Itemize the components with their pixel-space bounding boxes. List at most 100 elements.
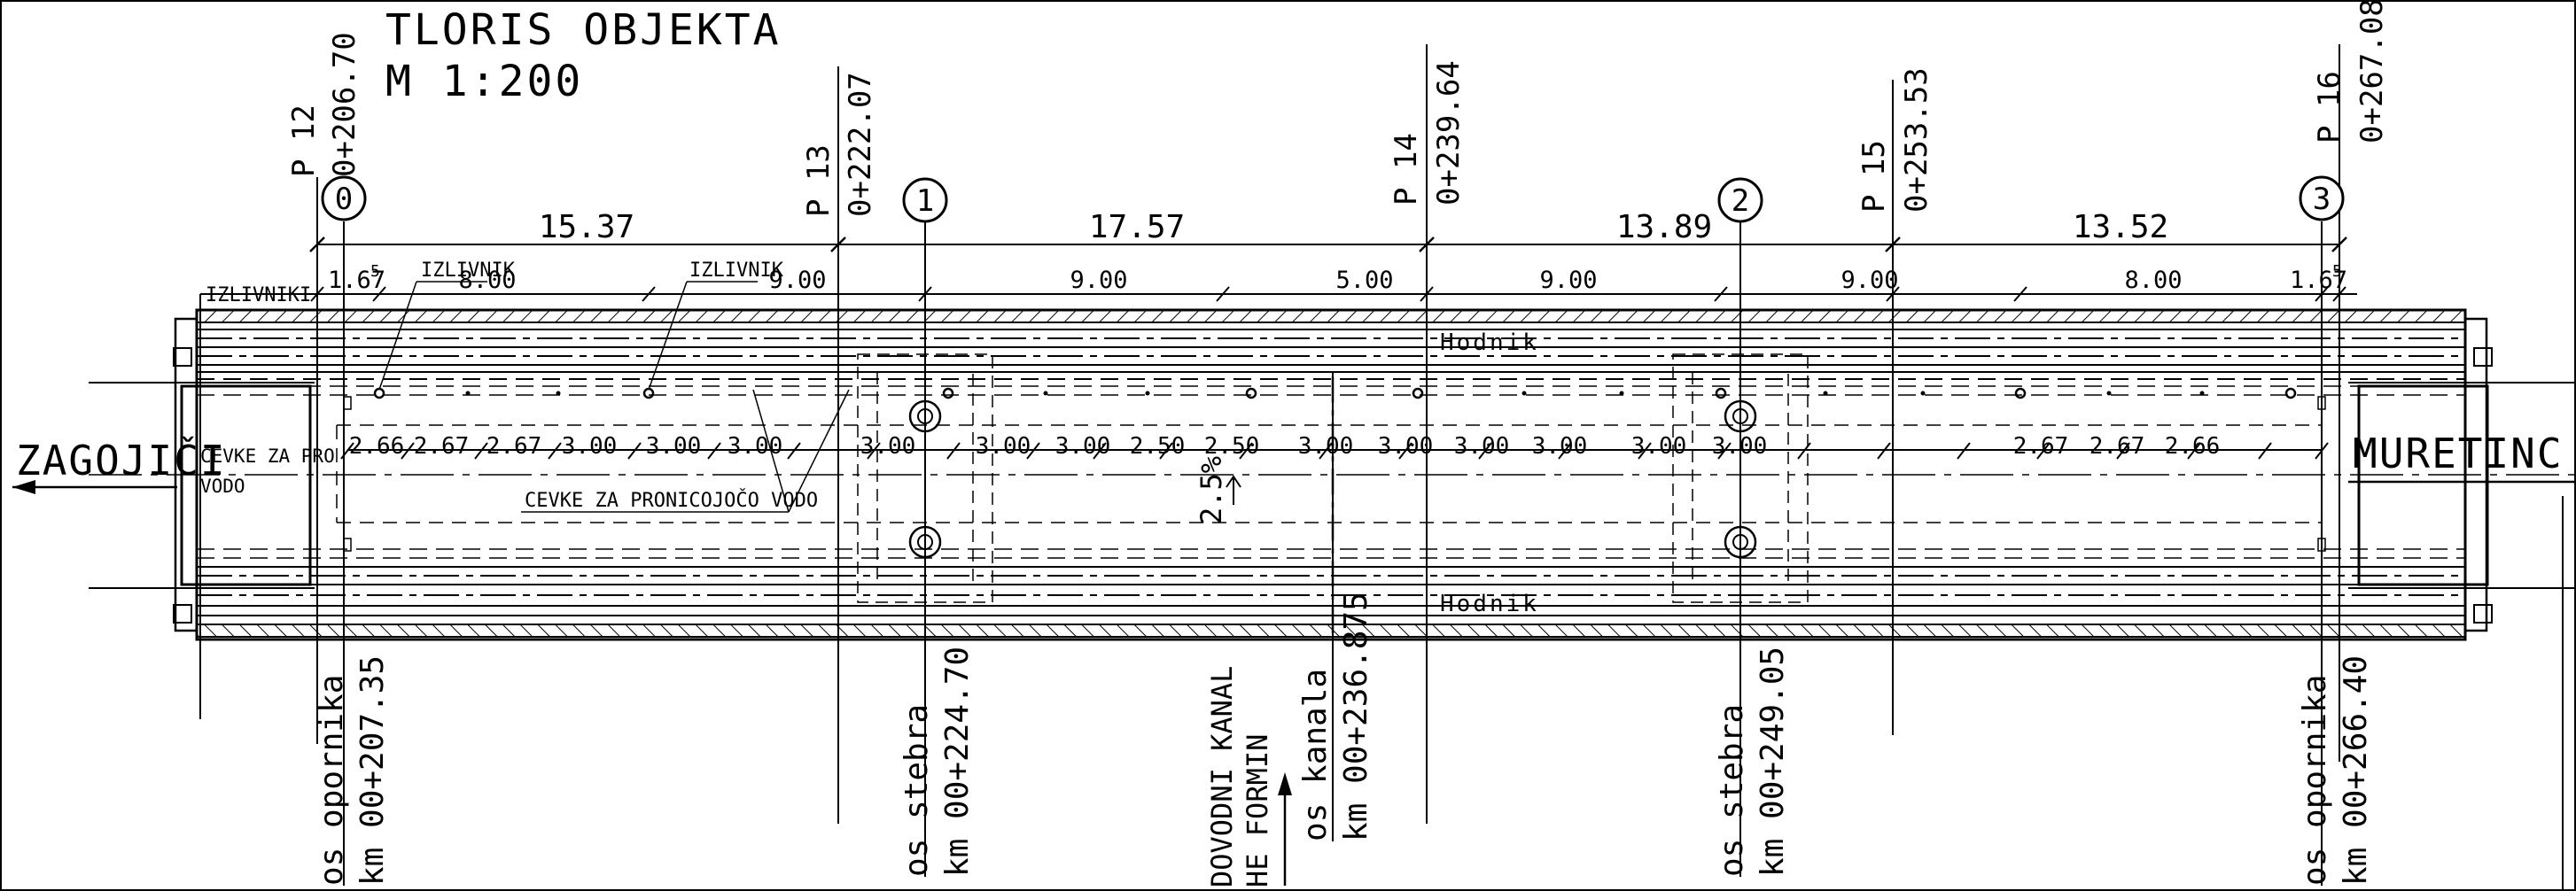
pipe-label-center: CEVKE ZA PRONICOJOČO VODO (525, 489, 818, 512)
span-length: 17.57 (1089, 209, 1185, 245)
pipe-label-left-2: VODO (200, 476, 245, 497)
deck-plan (89, 308, 2576, 641)
outlet-dim: 1.67 (328, 267, 385, 294)
bearing-circle-inner (1732, 534, 1748, 550)
pipe-dim: 2.66 (2165, 433, 2221, 460)
station-km-label: km 00+266.40 (2338, 655, 2374, 886)
pipe-dim: 3.00 (1378, 433, 1434, 460)
drawing-title: TLORIS OBJEKTA (385, 5, 782, 55)
pipe-dim: 2.67 (486, 433, 542, 460)
slope-label: 2.5% (1195, 456, 1228, 524)
profile-label: P 16 (2312, 71, 2347, 143)
station-axis-label: os opornika (2297, 675, 2333, 886)
profile-labels: P 12 0+206.70 P 13 0+222.07 P 14 0+239.6… (286, 0, 2390, 217)
pipe-dim: 3.00 (1454, 433, 1510, 460)
outlet-dot (1823, 391, 1828, 396)
profile-station: 0+206.70 (327, 32, 362, 177)
pipe-end-marker (343, 396, 352, 410)
pipe-dim: 2.66 (349, 433, 405, 460)
bearing-circle (1724, 399, 1757, 433)
station-km-label: km 00+249.05 (1755, 647, 1791, 877)
axis-number: 3 (2313, 182, 2331, 217)
left-direction: ZAGOJIČI (12, 436, 225, 494)
outlet-dot (1619, 391, 1624, 396)
outlet-callouts: IZLIVNIK IZLIVNIK (378, 260, 784, 391)
pipe-end-marker (2317, 396, 2326, 410)
bearing-circle-inner (1732, 408, 1748, 424)
pipe-dim: 3.00 (1631, 433, 1687, 460)
outlet-dim: 8.00 (2124, 267, 2182, 294)
outlet-marker (1245, 387, 1257, 399)
pipe-dim: 2.50 (1130, 433, 1186, 460)
outlet-marker (1715, 387, 1727, 399)
walkway-bottom-hatch (196, 624, 2466, 638)
profile-label: P 12 (286, 105, 322, 177)
outlet-marker (1412, 387, 1424, 399)
drawing-scale: M 1:200 (385, 57, 583, 106)
canal-name: DOVODNI KANAL (1205, 666, 1239, 887)
outlet-dot (465, 391, 471, 396)
profile-station: 0+222.07 (843, 72, 878, 217)
station-axis-label: os stebra (899, 704, 935, 877)
profile-label: P 13 (801, 144, 837, 217)
outlet-dot (1145, 391, 1150, 396)
bearing-circle (1724, 525, 1757, 559)
walkway-label-top: Hodnik (1440, 329, 1539, 356)
corner-marker (173, 604, 192, 624)
profile-label: P 15 (1856, 140, 1892, 213)
profile-station: 0+253.53 (1899, 67, 1934, 213)
station-km-label: km 00+236.875 (1338, 592, 1374, 841)
outlet-dot (2106, 391, 2112, 396)
span-dimensions: 15.37 17.57 13.89 13.52 (317, 209, 2339, 245)
pipe-dim: 3.00 (646, 433, 702, 460)
corner-marker (2473, 604, 2493, 624)
corner-marker (2473, 347, 2493, 367)
station-km-label: km 00+207.35 (354, 655, 391, 886)
abutments (89, 317, 2576, 632)
outlet-marker (373, 387, 385, 399)
outlet-dot (1920, 391, 1926, 396)
outlet-dot (2199, 391, 2205, 396)
outlet-callout: IZLIVNIK (421, 260, 516, 282)
pipe-dim: 3.00 (1298, 433, 1354, 460)
span-length: 13.52 (2073, 209, 2168, 245)
outlet-dot (1521, 391, 1527, 396)
outlet-dot (556, 391, 561, 396)
pipe-dim: 3.00 (1712, 433, 1768, 460)
pipe-label-left: CEVKE ZA PRO (200, 446, 335, 467)
profile-label: P 14 (1389, 133, 1424, 205)
pipe-dim: 3.00 (860, 433, 916, 460)
outlet-dot (1043, 391, 1048, 396)
outlet-dim: 9.00 (1539, 267, 1597, 294)
outlet-dim-superscript: 5 (370, 262, 380, 281)
pipe-dim: 3.00 (1055, 433, 1111, 460)
outlet-dimensions: IZLIVNIKI 1.67 5 8.00 9.00 9.00 5.00 9.0… (200, 262, 2357, 306)
outlet-marker (642, 387, 655, 399)
outlet-dim: 1.67 (2290, 267, 2347, 294)
corner-marker (173, 347, 192, 367)
station-axis-label: os stebra (1714, 704, 1750, 877)
outlets-label: IZLIVNIKI (206, 284, 311, 306)
outlet-callout: IZLIVNIK (689, 260, 784, 282)
canal-label: DOVODNI KANAL HE FORMIN (1205, 666, 1292, 887)
generated-geometry: 2.66 2.67 2.67 3.00 3.00 3.00 3.00 3.00 3.00 2.50… (199, 44, 2347, 886)
station-km-label: km 00+224.70 (939, 647, 976, 877)
axis-number: 2 (1732, 183, 1749, 219)
outlet-marker (2014, 387, 2027, 399)
walkway-label-bottom: Hodnik (1440, 591, 1539, 617)
station-axis-label: os kanala (1297, 669, 1334, 841)
outlet-dim: 8.00 (458, 267, 516, 294)
pipe-end-marker (2317, 538, 2326, 552)
axis-number: 0 (335, 182, 353, 217)
pipe-end-marker (343, 538, 352, 552)
outlet-marker (2284, 387, 2297, 399)
walkway-top-hatch (196, 309, 2466, 323)
pipe-dim: 3.00 (562, 433, 618, 460)
pipe-dim: 2.67 (2013, 433, 2069, 460)
bearing-circle-inner (917, 534, 933, 550)
profile-station: 0+267.08 (2354, 0, 2390, 143)
pipe-dim: 3.00 (1532, 433, 1588, 460)
title-block: TLORIS OBJEKTA M 1:200 (385, 5, 782, 106)
